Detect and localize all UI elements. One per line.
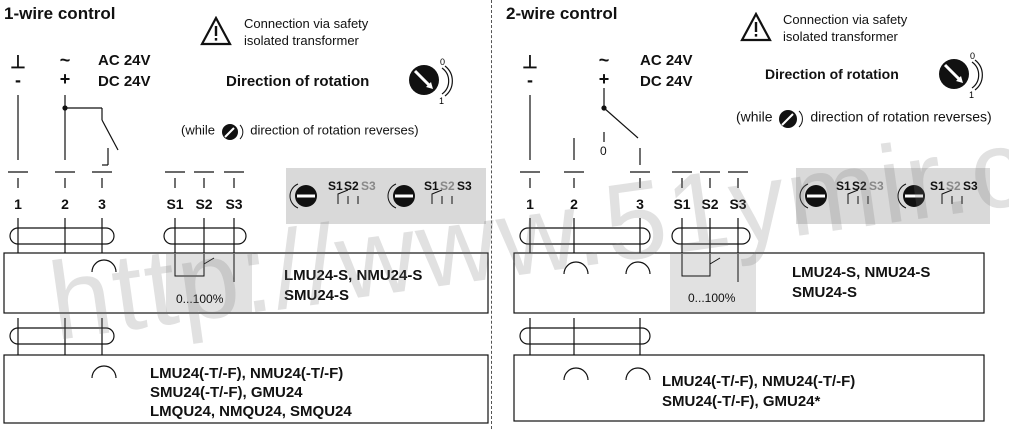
pin-s1: S1	[673, 196, 691, 212]
feedback-area	[670, 254, 756, 312]
switch-label-s1-b: S1	[424, 179, 439, 193]
caution-text: Connection via safety isolated transform…	[244, 15, 368, 49]
while-suffix: direction of rotation reverses)	[250, 122, 419, 138]
dial-label-1: 1	[969, 90, 974, 100]
model-line: SMU24(-T/-F), GMU24*	[662, 393, 821, 410]
terminal-labels: 1 2 3 S1 S2 S3	[494, 196, 1009, 216]
warning-icon	[740, 12, 772, 42]
voltage-label: AC 24V DC 24V	[98, 50, 151, 92]
caution-line: isolated transformer	[783, 29, 898, 44]
panel-divider	[491, 0, 492, 429]
panel-title: 2-wire control	[506, 4, 618, 23]
switch-label-s2-b: S2	[440, 179, 455, 193]
model-line: LMU24-S, NMU24-S	[284, 267, 423, 284]
model-line: SMU24-S	[284, 287, 350, 304]
model-line: LMU24-S, NMU24-S	[792, 264, 931, 281]
wiring-diagram	[513, 88, 985, 422]
rotation-dial-icon: 0 1	[409, 57, 453, 106]
reverse-note: (while direction of rotation reverses)	[736, 106, 992, 130]
voltage-ac: AC 24V	[98, 52, 151, 69]
ground-symbol: ⊥	[522, 52, 538, 72]
panel-2-wire: 2-wire control Connection via safety iso…	[494, 0, 1009, 429]
terminal-labels: 1 2 3 S1 S2 S3	[0, 196, 490, 216]
caution-line: isolated transformer	[244, 33, 359, 48]
plus-symbol: +	[598, 69, 610, 89]
switch-zero-label: 0	[600, 144, 607, 158]
pin-2: 2	[61, 196, 69, 212]
model-line: LMQU24, NMQU24, SMQU24	[150, 403, 352, 420]
while-prefix: (while	[736, 108, 773, 125]
pin-s2: S2	[701, 196, 719, 212]
direction-title: Direction of rotation	[765, 66, 899, 82]
ac-symbol: ~	[598, 50, 610, 70]
reverse-note: (while direction of rotation reverses)	[181, 120, 419, 142]
small-dial-icon	[221, 124, 243, 140]
model-line: SMU24(-T/-F), GMU24	[150, 384, 303, 401]
switch-label-s3-b: S3	[457, 179, 472, 193]
switch-label-s1: S1	[328, 179, 343, 193]
pin-s1: S1	[166, 196, 184, 212]
switch-label-s2: S2	[344, 179, 359, 193]
minus-symbol: -	[527, 70, 533, 90]
switch-label-s1: S1	[836, 179, 851, 193]
ground-symbol: ⊥	[10, 52, 26, 72]
model-list-s: LMU24-S, NMU24-S SMU24-S	[284, 266, 422, 306]
switch-label-s2-b: S2	[946, 179, 961, 193]
model-list-standard: LMU24(-T/-F), NMU24(-T/-F) SMU24(-T/-F),…	[150, 364, 352, 421]
ac-symbol: ~	[59, 50, 71, 70]
switch-label-s3-b: S3	[963, 179, 978, 193]
feedback-potentiometer	[174, 254, 235, 282]
pin-1: 1	[14, 196, 22, 212]
panel-title: 1-wire control	[4, 4, 116, 23]
pin-s3: S3	[729, 196, 747, 212]
small-dial-icon	[779, 110, 804, 128]
switch-label-s2: S2	[852, 179, 867, 193]
dial-label-1: 1	[439, 96, 444, 106]
pin-s2: S2	[195, 196, 213, 212]
range-label: 0...100%	[688, 291, 736, 305]
pin-3: 3	[98, 196, 106, 212]
direction-title: Direction of rotation	[226, 73, 370, 90]
pin-3: 3	[636, 196, 644, 212]
dial-label-0: 0	[970, 51, 975, 61]
voltage-label: AC 24V DC 24V	[640, 50, 693, 92]
wiring-diagram	[3, 95, 489, 424]
dial-label-0: 0	[440, 57, 445, 67]
switch-label-s1-b: S1	[930, 179, 945, 193]
minus-symbol: -	[15, 70, 21, 90]
pin-2: 2	[570, 196, 578, 212]
switch-legend-box	[286, 168, 486, 224]
switch-legend-box	[796, 168, 990, 224]
range-label: 0...100%	[176, 292, 224, 306]
switch-legend-graphic	[799, 183, 963, 209]
model-line: SMU24-S	[792, 284, 858, 301]
switch-label-s3: S3	[869, 179, 884, 193]
voltage-dc: DC 24V	[640, 73, 693, 90]
feedback-potentiometer	[681, 254, 739, 282]
caution-line: Connection via safety	[244, 16, 369, 31]
switch-label-s3: S3	[361, 179, 376, 193]
while-suffix: direction of rotation reverses)	[810, 108, 992, 125]
feedback-area	[166, 254, 252, 312]
model-line: LMU24(-T/-F), NMU24(-T/-F)	[150, 365, 344, 382]
switch-legend-graphic	[289, 183, 453, 209]
model-line: LMU24(-T/-F), NMU24(-T/-F)	[662, 373, 856, 390]
model-list-s: LMU24-S, NMU24-S SMU24-S	[792, 263, 930, 303]
voltage-ac: AC 24V	[640, 52, 693, 69]
caution-text: Connection via safety isolated transform…	[783, 11, 907, 45]
rotation-dial-icon: 0 1	[939, 51, 983, 100]
caution-line: Connection via safety	[783, 12, 908, 27]
panel-1-wire: 1-wire control Connection via safety iso…	[0, 0, 490, 429]
pin-1: 1	[526, 196, 534, 212]
pin-s3: S3	[225, 196, 243, 212]
model-list-standard: LMU24(-T/-F), NMU24(-T/-F) SMU24(-T/-F),…	[662, 372, 855, 412]
voltage-dc: DC 24V	[98, 73, 151, 90]
warning-icon	[200, 16, 232, 46]
while-prefix: (while	[181, 122, 215, 138]
plus-symbol: +	[59, 69, 71, 89]
